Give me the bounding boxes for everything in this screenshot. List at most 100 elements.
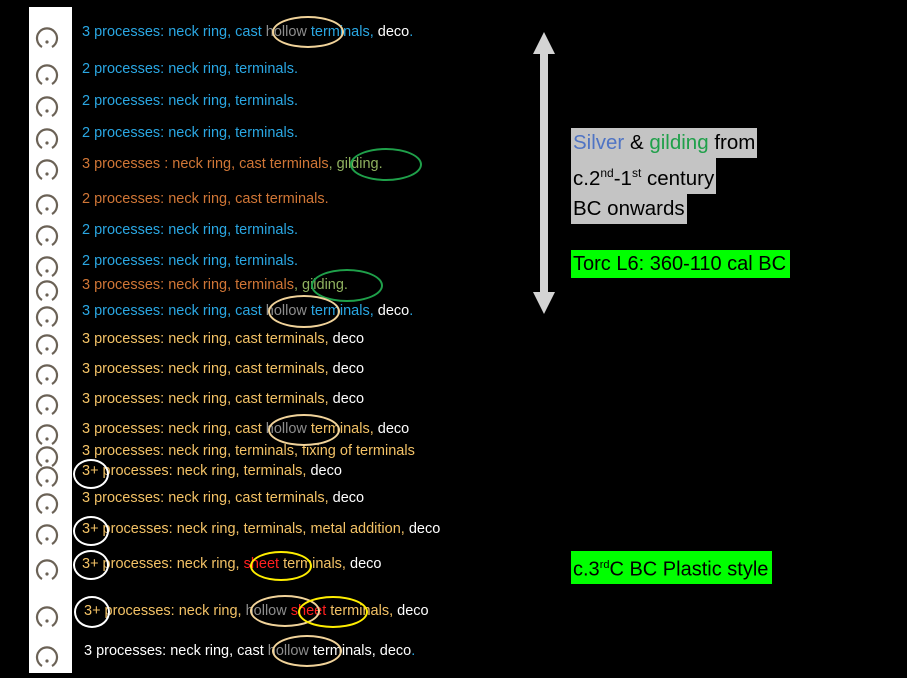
note-gilding: gilding <box>649 131 709 154</box>
torc-drawing-icon <box>35 646 59 667</box>
torc-drawing-icon <box>35 559 59 580</box>
hollow-circle-annotation <box>268 414 340 446</box>
note-sup-nd: nd <box>600 166 614 180</box>
process-text-segment: . <box>409 24 414 40</box>
three-plus-circle-annotation <box>73 516 109 546</box>
process-text-segment: deco <box>332 490 365 506</box>
torc-drawing-icon <box>35 424 59 445</box>
torc-drawing-icon <box>35 446 59 467</box>
note-onwards: BC onwards <box>571 193 687 224</box>
process-text-segment: deco <box>377 303 410 319</box>
process-row: 3 processes: neck ring, cast terminals, … <box>82 330 364 348</box>
process-text-segment: 3 processes: neck ring, cast <box>82 303 266 319</box>
three-plus-circle-annotation <box>73 550 109 580</box>
process-row: 2 processes: neck ring, terminals. <box>82 124 298 142</box>
process-text-segment: deco <box>377 421 410 437</box>
note-from: from <box>708 131 756 154</box>
process-text-segment: deco <box>332 361 365 377</box>
process-text-segment: 2 processes: neck ring, terminals. <box>82 222 298 238</box>
double-headed-vertical-arrow-icon <box>533 32 555 314</box>
process-text-segment: 3 processes: neck ring, cast <box>84 643 268 659</box>
process-text-segment: . <box>409 303 414 319</box>
process-text-segment: 3 processes: neck ring, terminals <box>82 277 294 293</box>
torc-drawing-icon <box>35 159 59 180</box>
process-text-segment: . <box>411 643 416 659</box>
plastic-sup: rd <box>599 559 610 571</box>
process-text-segment: 3 processes: neck ring, cast terminals, <box>82 331 333 347</box>
process-row: 2 processes: neck ring, terminals. <box>82 252 298 270</box>
torc-image-strip <box>29 7 72 673</box>
torc-drawing-icon <box>35 256 59 277</box>
torc-l6-date-label: Torc L6: 360-110 cal BC <box>571 250 791 278</box>
torc-drawing-icon <box>35 64 59 85</box>
process-text-segment: 3 processes : neck ring, cast terminals <box>82 156 329 172</box>
torc-drawing-icon <box>35 364 59 385</box>
plastic-post: C BC Plastic style <box>609 558 769 581</box>
note-dash: -1 <box>613 166 632 190</box>
process-text-segment: 2 processes: neck ring, terminals. <box>82 253 298 269</box>
process-row: 3 processes : neck ring, cast terminals,… <box>82 155 383 173</box>
note-silver: Silver <box>573 131 625 154</box>
process-row: 3 processes: neck ring, terminals, fixin… <box>82 442 415 460</box>
torc-drawing-icon <box>35 27 59 48</box>
process-text-segment: deco <box>332 331 365 347</box>
process-text-segment: deco <box>310 463 342 479</box>
torc-drawing-icon <box>35 225 59 246</box>
process-text-segment: 3+ processes: neck ring, <box>84 603 246 619</box>
process-text-segment: 3 processes: neck ring, terminals, fixin… <box>82 443 415 459</box>
gilding-circle-annotation <box>311 269 383 302</box>
three-plus-circle-annotation <box>73 459 109 489</box>
process-row: 2 processes: neck ring, terminals. <box>82 221 298 239</box>
process-row: 3 processes: neck ring, cast terminals, … <box>82 489 364 507</box>
process-text-segment: deco <box>350 556 382 572</box>
process-text-segment: 2 processes: neck ring, terminals. <box>82 61 298 77</box>
process-row: 3 processes: neck ring, cast hollow term… <box>84 642 415 660</box>
hollow-circle-annotation <box>272 635 342 667</box>
three-plus-circle-annotation <box>74 596 110 628</box>
plastic-style-label: c.3rdC BC Plastic style <box>571 551 773 584</box>
process-row: 2 processes: neck ring, cast terminals. <box>82 190 329 208</box>
note-century: century <box>641 166 715 190</box>
process-row: 3 processes: neck ring, cast terminals, … <box>82 390 364 408</box>
hollow-circle-annotation <box>272 16 344 48</box>
process-row: 3+ processes: neck ring, sheet terminals… <box>82 555 381 573</box>
plastic-pre: c.3 <box>573 558 600 581</box>
process-text-segment: 3+ processes: neck ring, terminals, <box>82 463 311 479</box>
note-sup-st: st <box>631 166 642 180</box>
gilding-circle-annotation <box>350 148 422 181</box>
torc-drawing-icon <box>35 606 59 627</box>
process-text-segment: 3 processes: neck ring, cast <box>82 24 266 40</box>
process-text-segment: 3+ processes: neck ring, terminals, meta… <box>82 521 409 537</box>
torc-drawing-icon <box>35 524 59 545</box>
process-text-segment: deco <box>377 24 410 40</box>
process-row: 3 processes: neck ring, terminals, gildi… <box>82 276 348 294</box>
process-text-segment: deco <box>379 643 412 659</box>
torc-drawing-icon <box>35 466 59 487</box>
process-text-segment: deco <box>408 521 441 537</box>
sheet-circle-annotation <box>250 551 312 581</box>
process-text-segment: 3 processes: neck ring, cast terminals, <box>82 490 333 506</box>
process-text-segment: 2 processes: neck ring, terminals. <box>82 93 298 109</box>
sheet-circle-annotation <box>298 596 368 628</box>
process-text-segment: 3 processes: neck ring, cast terminals, <box>82 361 333 377</box>
torc-drawing-icon <box>35 493 59 514</box>
torc-drawing-icon <box>35 334 59 355</box>
silver-gilding-note: Silver & gilding from c.2nd-1st century … <box>571 128 758 224</box>
process-row: 3 processes: neck ring, cast hollow term… <box>82 23 413 41</box>
process-text-segment: 3 processes: neck ring, cast <box>82 421 266 437</box>
torc-drawing-icon <box>35 394 59 415</box>
process-text-segment: 3+ processes: neck ring, <box>82 556 244 572</box>
process-row: 3 processes: neck ring, cast hollow term… <box>82 302 413 320</box>
torc-drawing-icon <box>35 280 59 301</box>
process-text-segment: 3 processes: neck ring, cast terminals, <box>82 391 333 407</box>
process-row: 3 processes: neck ring, cast hollow term… <box>82 420 409 438</box>
process-text-segment: deco <box>397 603 429 619</box>
process-text-segment: 2 processes: neck ring, terminals. <box>82 125 298 141</box>
process-row: 2 processes: neck ring, terminals. <box>82 92 298 110</box>
torc-drawing-icon <box>35 96 59 117</box>
process-row: 2 processes: neck ring, terminals. <box>82 60 298 78</box>
process-text-segment: deco <box>332 391 365 407</box>
process-row: 3 processes: neck ring, cast terminals, … <box>82 360 364 378</box>
torc-drawing-icon <box>35 194 59 215</box>
